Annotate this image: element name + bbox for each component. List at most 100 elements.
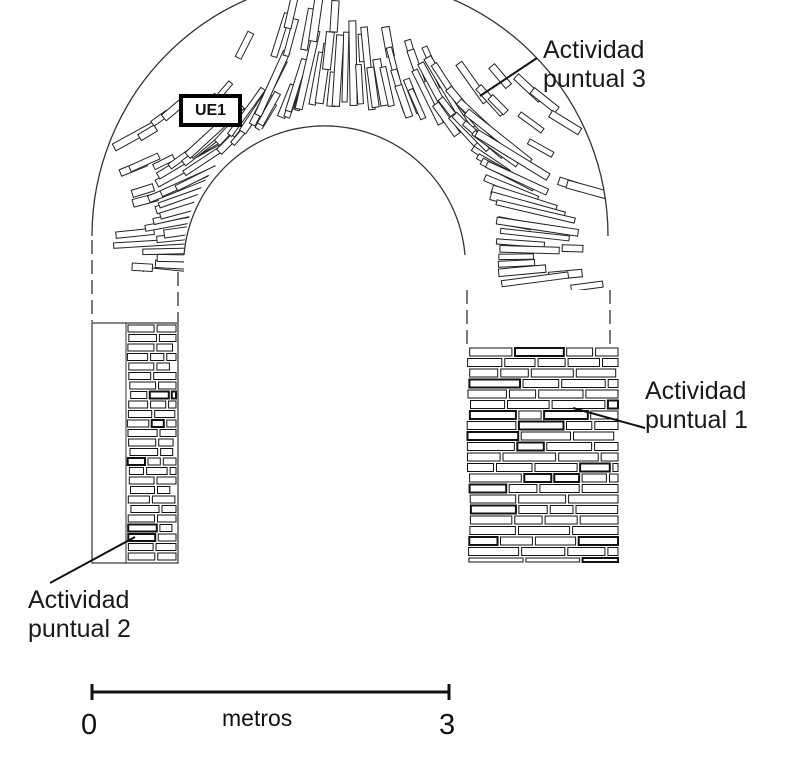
- masonry-brick: [130, 391, 148, 399]
- voussoir-stone: [500, 271, 570, 288]
- masonry-brick: [128, 362, 155, 371]
- voussoir-stone: [131, 262, 154, 273]
- voussoir-stone: [497, 258, 536, 268]
- masonry-brick: [577, 536, 620, 546]
- activity1-line1: Actividad: [645, 377, 747, 405]
- masonry-brick: [466, 431, 520, 441]
- masonry-brick: [566, 347, 594, 357]
- masonry-brick: [127, 410, 153, 418]
- masonry-brick: [468, 483, 508, 494]
- voussoir-stone: [137, 124, 159, 142]
- masonry-brick: [500, 368, 529, 378]
- voussoir-stone: [498, 253, 534, 261]
- masonry-brick: [126, 353, 149, 361]
- masonry-brick: [609, 473, 619, 483]
- masonry-brick: [575, 505, 619, 514]
- masonry-brick: [514, 347, 565, 357]
- masonry-brick: [156, 476, 177, 485]
- masonry-brick: [156, 362, 170, 371]
- masonry-brick: [517, 420, 565, 431]
- masonry-brick: [129, 448, 159, 456]
- masonry-brick: [127, 429, 158, 437]
- masonry-brick: [127, 343, 155, 352]
- voussoir-stone: [487, 93, 509, 116]
- voussoir-stone: [499, 245, 560, 255]
- masonry-brick: [129, 381, 157, 390]
- activity2-line1: Actividad: [28, 586, 130, 614]
- masonry-brick: [469, 515, 513, 525]
- voussoir-stone: [529, 86, 560, 114]
- activity3-label: Actividad puntual 3: [543, 36, 646, 94]
- masonry-brick: [538, 389, 584, 399]
- voussoir-stone: [234, 30, 255, 60]
- masonry-brick: [469, 473, 522, 483]
- masonry-brick: [518, 505, 548, 514]
- masonry-brick: [607, 379, 619, 388]
- masonry-brick: [166, 419, 177, 428]
- masonry-brick: [567, 358, 600, 367]
- masonry-brick: [561, 379, 606, 388]
- masonry-brick: [575, 368, 617, 378]
- masonry-brick: [534, 536, 577, 546]
- voussoir-stone: [104, 272, 142, 283]
- voussoir-stone: [497, 264, 547, 278]
- masonry-brick: [521, 547, 566, 556]
- voussoir-stone: [130, 183, 156, 198]
- masonry-brick: [128, 467, 144, 475]
- masonry-brick: [153, 372, 177, 380]
- masonry-brick: [150, 353, 165, 361]
- voussoir-stone: [151, 154, 176, 171]
- masonry-brick: [466, 421, 517, 430]
- voussoir-stone: [570, 280, 604, 290]
- masonry-brick: [581, 484, 619, 493]
- voussoir-stone: [517, 111, 545, 134]
- masonry-brick: [127, 543, 154, 551]
- masonry-brick: [508, 484, 538, 493]
- masonry-brick: [170, 390, 178, 400]
- voussoir-stone: [156, 253, 201, 263]
- scale-end-label: 3: [439, 709, 456, 741]
- voussoir-stone: [488, 62, 513, 90]
- masonry-brick: [581, 473, 607, 483]
- masonry-brick: [150, 400, 167, 409]
- masonry-brick: [130, 486, 155, 494]
- masonry-brick: [606, 399, 620, 410]
- voussoir-stone: [379, 65, 395, 108]
- voussoir-stone: [331, 34, 345, 107]
- arch-extrados-outline: [91, 0, 609, 237]
- masonry-brick: [469, 526, 516, 535]
- masonry-brick: [162, 457, 177, 466]
- masonry-brick: [156, 324, 177, 333]
- masonry-brick: [150, 419, 165, 428]
- masonry-brick: [579, 515, 619, 525]
- masonry-brick: [507, 400, 550, 409]
- voussoir-stone: [366, 66, 380, 109]
- masonry-brick: [516, 441, 545, 452]
- masonry-brick: [147, 457, 161, 466]
- voussoir-stone: [142, 247, 201, 256]
- masonry-brick: [160, 448, 174, 456]
- masonry-brick: [502, 452, 557, 462]
- voussoir-stone: [474, 129, 551, 181]
- ue1-label: UE1: [179, 94, 242, 127]
- left-jamb-masonry: [126, 324, 178, 561]
- masonry-brick: [127, 552, 156, 561]
- voussoir-stone: [140, 272, 203, 288]
- voussoir-stone: [284, 57, 309, 113]
- masonry-brick: [156, 343, 173, 352]
- masonry-brick: [469, 494, 517, 504]
- voussoir-stone: [495, 216, 580, 237]
- masonry-brick: [568, 494, 619, 504]
- voussoir-stone: [407, 87, 427, 121]
- left-jamb-frame: [91, 322, 179, 564]
- voussoir-stone: [115, 227, 155, 239]
- activity1-label: Actividad puntual 1: [645, 377, 748, 435]
- masonry-brick: [514, 515, 543, 525]
- masonry-brick: [467, 358, 503, 367]
- scale-unit-label: metros: [222, 705, 293, 731]
- masonry-brick: [567, 547, 606, 556]
- masonry-brick: [544, 515, 578, 525]
- masonry-brick: [468, 557, 524, 563]
- masonry-brick: [166, 353, 177, 361]
